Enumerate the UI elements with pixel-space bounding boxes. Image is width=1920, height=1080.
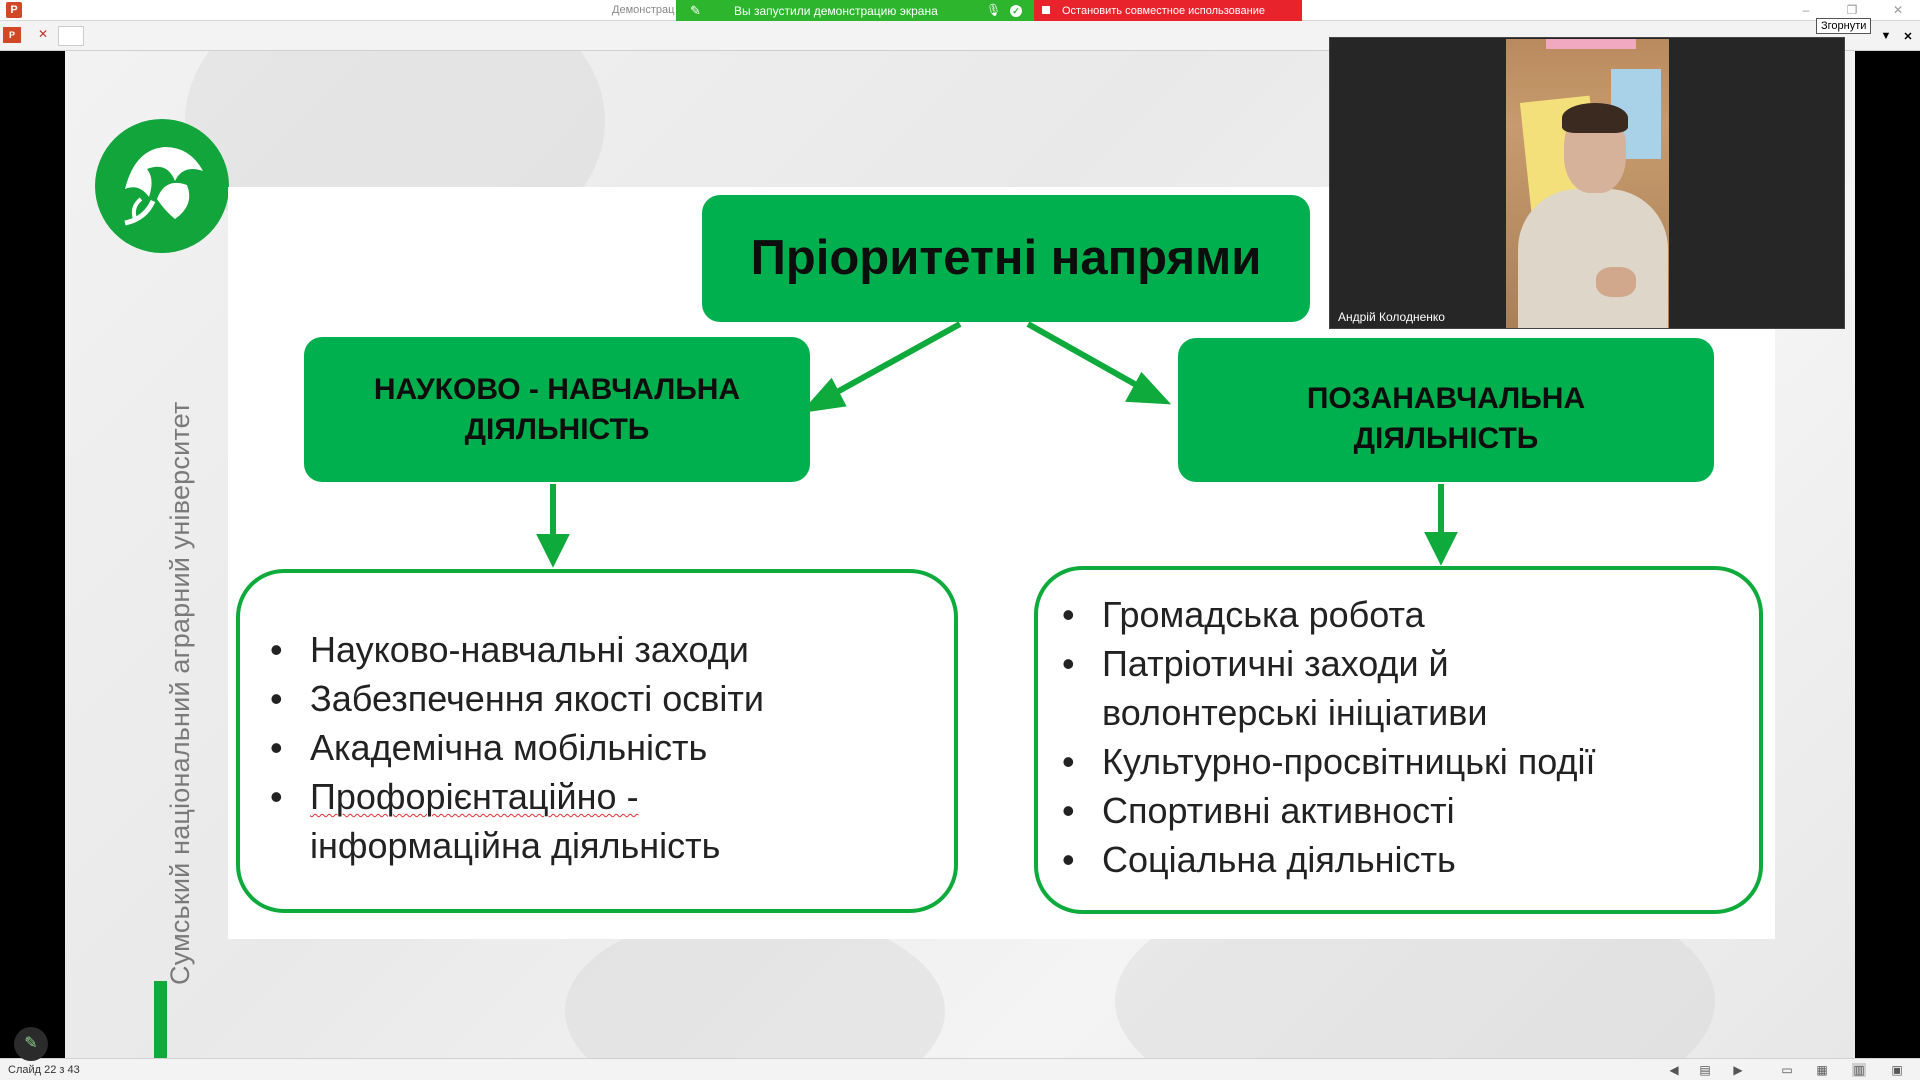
list-item: Спортивні активності	[1062, 786, 1596, 835]
slide-sorter-icon[interactable]: ▦	[1816, 1063, 1828, 1077]
stop-icon	[1042, 6, 1050, 14]
arrowhead-main-left	[800, 377, 847, 414]
new-tab-button[interactable]	[58, 26, 84, 46]
collapse-tooltip: Згорнути	[1816, 18, 1872, 34]
main-topic-box: Пріоритетні напрями	[702, 195, 1310, 322]
list-item: Громадська робота	[1062, 590, 1596, 639]
list-item: Соціальна діяльність	[1062, 835, 1596, 884]
microphone-icon[interactable]: 🎙	[986, 3, 1002, 17]
list-item-continuation: інформаційна діяльність	[310, 825, 721, 866]
academic-activity-box: НАУКОВО - НАВЧАЛЬНА ДІЯЛЬНІСТЬ	[304, 337, 810, 482]
screen-share-status: Вы запустили демонстрацию экрана	[734, 4, 938, 18]
participant-hair	[1562, 103, 1628, 133]
window-titlebar: P Демонстрац ✎ Вы запустили демонстрацию…	[0, 0, 1920, 22]
background-note	[1546, 39, 1636, 49]
extracurricular-items-list: Громадська робота Патріотичні заходи йво…	[1062, 590, 1596, 884]
dropdown-arrow-icon[interactable]: ▼	[1880, 30, 1892, 42]
academic-activity-line-1: НАУКОВО - НАВЧАЛЬНА	[373, 373, 741, 406]
presentation-tab-icon[interactable]: P	[3, 27, 21, 43]
shield-icon[interactable]: ✓	[1010, 5, 1022, 17]
restore-button[interactable]: ❐	[1846, 3, 1858, 17]
list-item-continuation: волонтерські ініціативи	[1102, 692, 1488, 733]
extracurricular-activity-line-2: ДІЯЛЬНІСТЬ	[1353, 422, 1539, 455]
close-presentation-icon[interactable]: ✕	[1903, 31, 1913, 43]
slide-menu-icon[interactable]: ▤	[1699, 1063, 1711, 1077]
tab-close-icon[interactable]: ✕	[38, 27, 49, 41]
participant-video-feed	[1506, 39, 1669, 328]
list-item: Забезпечення якості освіти	[270, 674, 764, 723]
participant-video-tile[interactable]: Андрій Колодненко	[1329, 37, 1845, 329]
list-item: Профорієнтаційно - інформаційна діяльніст…	[270, 772, 764, 870]
list-item: Академічна мобільність	[270, 723, 764, 772]
screen-share-banner: ✎ Вы запустили демонстрацию экрана 🎙 ✓	[676, 0, 1034, 22]
arrowhead-right-down	[1424, 532, 1458, 566]
list-item: Науково-навчальні заходи	[270, 625, 764, 674]
slide-counter: Слайд 22 з 43	[8, 1064, 80, 1076]
reading-view-icon[interactable]: ▥	[1852, 1063, 1866, 1077]
extracurricular-activity-box: ПОЗАНАВЧАЛЬНА ДІЯЛЬНІСТЬ	[1178, 338, 1714, 482]
slideshow-icon[interactable]: ▣	[1891, 1063, 1903, 1077]
university-name-vertical: Сумський національний аграрний університ…	[165, 401, 195, 985]
academic-items-panel: Науково-навчальні заходи Забезпечення як…	[236, 569, 958, 913]
arrowhead-left-down	[536, 534, 570, 568]
slide-stage: Сумський національний аграрний університ…	[0, 51, 1920, 1058]
spellcheck-text: Профорієнтаційно -	[310, 776, 639, 817]
powerpoint-icon: P	[6, 2, 22, 18]
arrowhead-main-right	[1125, 371, 1172, 405]
connector-arrows	[536, 321, 1458, 568]
next-slide-icon[interactable]: ▶	[1733, 1063, 1743, 1077]
extracurricular-items-panel: Громадська робота Патріотичні заходи йво…	[1034, 566, 1763, 914]
minimize-button[interactable]: –	[1802, 3, 1810, 17]
arrow-main-left	[826, 321, 962, 400]
arrow-main-right	[1026, 321, 1142, 390]
slide: Сумський національний аграрний університ…	[65, 51, 1855, 1058]
close-window-button[interactable]: ✕	[1892, 3, 1904, 17]
document-title: Демонстрац	[612, 4, 675, 16]
previous-slide-icon[interactable]: ◀	[1669, 1063, 1679, 1077]
normal-view-icon[interactable]: ▭	[1781, 1063, 1793, 1077]
extracurricular-activity-line-1: ПОЗАНАВЧАЛЬНА	[1306, 382, 1586, 415]
presentation-toolbar: P ✕ ▼ ✕	[0, 21, 1920, 51]
participant-name: Андрій Колодненко	[1338, 310, 1445, 324]
participant-hand	[1596, 267, 1636, 297]
academic-activity-line-2: ДІЯЛЬНІСТЬ	[464, 413, 650, 446]
academic-items-list: Науково-навчальні заходи Забезпечення як…	[270, 625, 764, 870]
stop-share-button[interactable]: Остановить совместное использование	[1034, 0, 1302, 22]
diagram-area: Пріоритетні напрями НАУКОВО - НАВЧАЛЬНА …	[228, 187, 1775, 939]
annotate-icon[interactable]: ✎	[690, 3, 701, 18]
accent-bar	[154, 981, 167, 1058]
university-logo	[95, 119, 229, 253]
status-bar: Слайд 22 з 43 ◀ ▤ ▶ ▭ ▦ ▥ ▣	[0, 1058, 1920, 1080]
main-topic-title: Пріоритетні напрями	[750, 231, 1262, 285]
stop-share-label: Остановить совместное использование	[1062, 5, 1265, 17]
list-item: Культурно-просвітницькі події	[1062, 737, 1596, 786]
participant-torso	[1518, 189, 1668, 328]
pen-tool-icon[interactable]: ✎	[14, 1027, 48, 1061]
